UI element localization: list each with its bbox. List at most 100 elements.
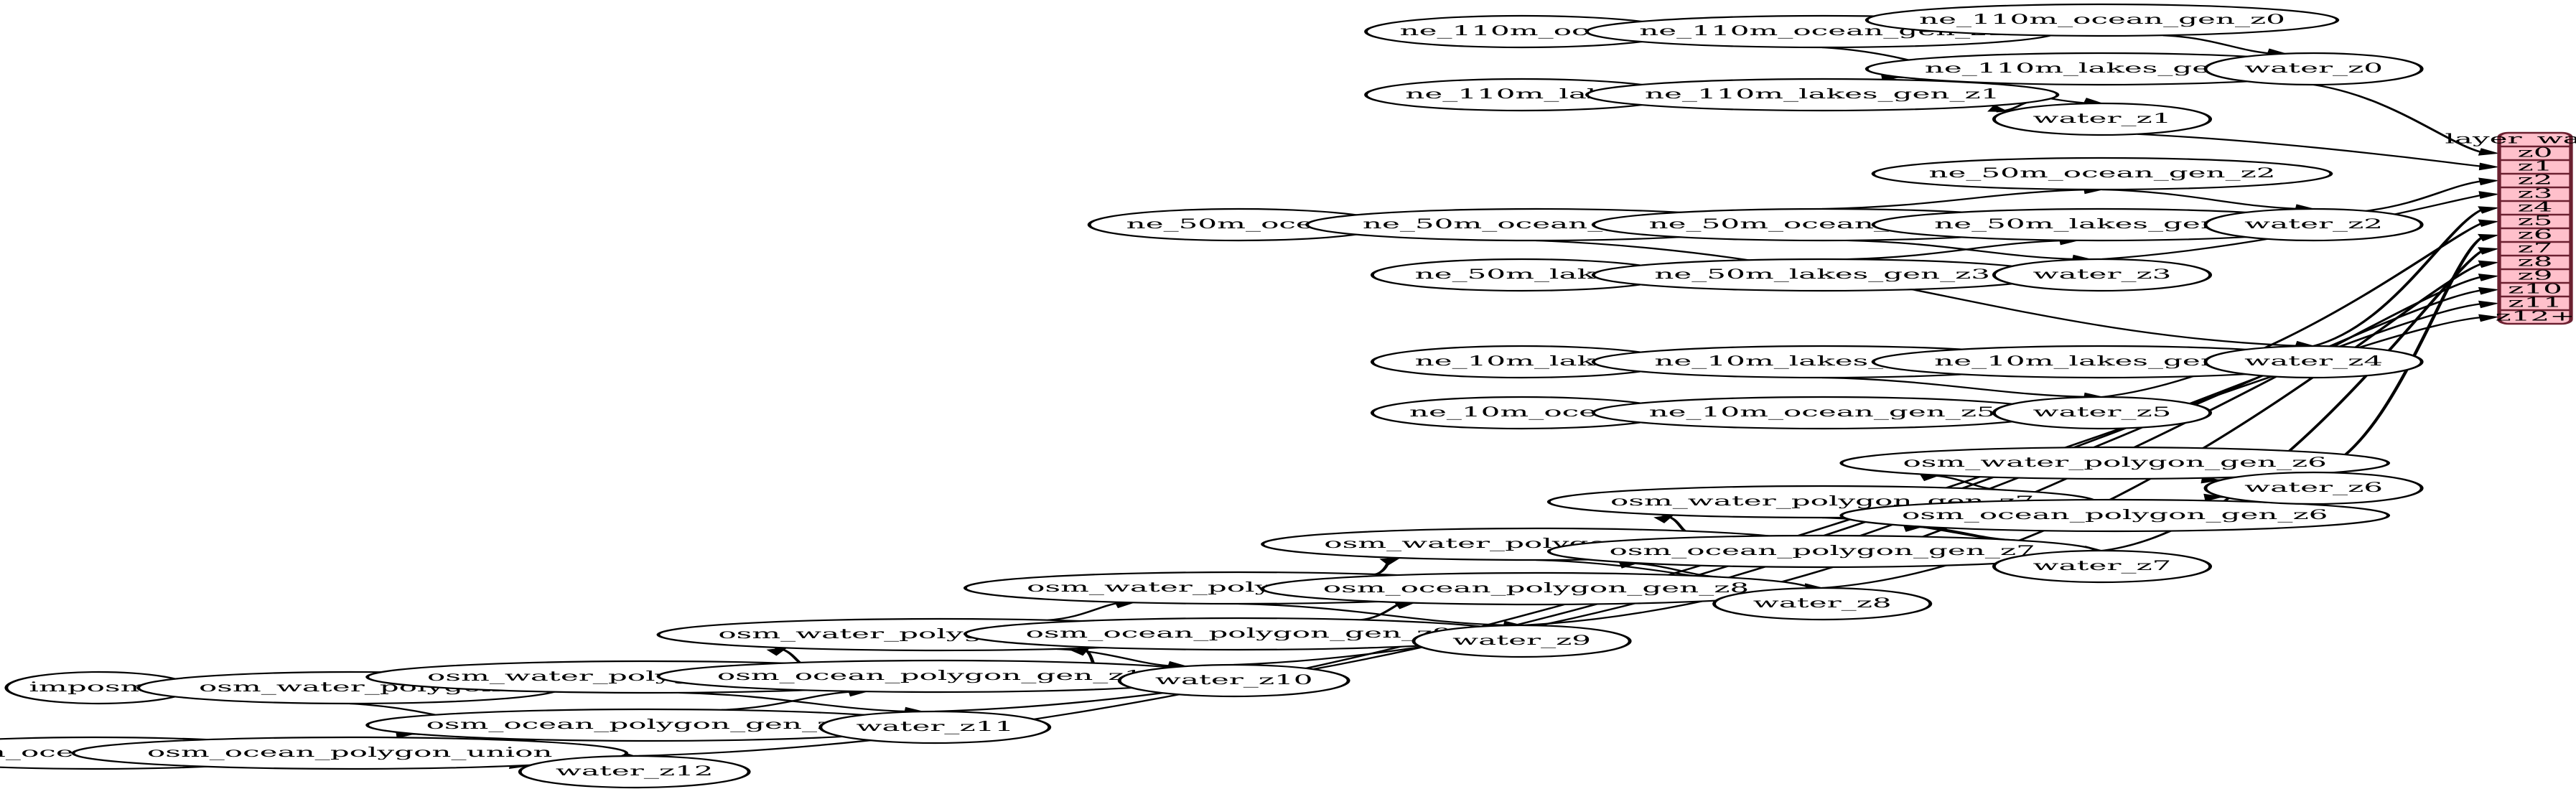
node-label: water_z2 (2244, 216, 2383, 233)
node-label: osm_water_polygon_gen_z6 (1903, 454, 2327, 471)
node-osm_ocean_polygon_union[interactable]: osm_ocean_polygon_union (71, 736, 629, 770)
node-water_z8[interactable]: water_z8 (1712, 587, 1933, 621)
node-water_z7[interactable]: water_z7 (1992, 549, 2213, 584)
node-label: imposm3 (29, 679, 168, 695)
node-shape (518, 755, 751, 789)
node-ne_10m_ocean[interactable]: ne_10m_ocean (1370, 396, 1674, 430)
node-label: ne_50m_lakes_gen_z2 (1934, 216, 2270, 233)
node-water_z11[interactable]: water_z11 (818, 710, 1052, 744)
edge-arrowhead (2203, 493, 2225, 502)
node-ne_10m_ocean_gen_z5[interactable]: ne_10m_ocean_gen_z5 (1591, 396, 2053, 430)
node-shape (2203, 207, 2424, 242)
node-label: ne_50m_lakes (1415, 266, 1629, 283)
node-label: ne_110m_lakes_gen_z0 (1925, 60, 2279, 77)
node-shape (1871, 157, 2333, 191)
node-shape (1117, 663, 1350, 698)
node-shape (2203, 471, 2424, 505)
record-field-z5: z5 (2518, 213, 2553, 228)
node-ne_10m_lakes[interactable]: ne_10m_lakes (1370, 345, 1674, 379)
node-water_z10[interactable]: water_z10 (1117, 663, 1350, 698)
record-field-z0: z0 (2518, 144, 2553, 160)
node-ne_50m_lakes[interactable]: ne_50m_lakes (1370, 258, 1674, 292)
node-water_z3[interactable]: water_z3 (1992, 258, 2213, 292)
node-osm_ocean_polygon_gen_z9[interactable]: osm_ocean_polygon_gen_z9 (963, 617, 1514, 651)
node-label: ne_50m_lakes_gen_z3 (1654, 266, 1990, 283)
edge-water_z1-to-record-z1 (2137, 133, 2487, 168)
edge-arrowhead (2478, 162, 2500, 171)
node-shape (1839, 498, 2391, 533)
edge-arrowhead (766, 647, 788, 656)
node-label: osm_ocean_polygon_gen_z9 (1026, 625, 1452, 642)
edge-arrowhead (1653, 514, 1675, 523)
node-ne_50m_ocean_gen_z2[interactable]: ne_50m_ocean_gen_z2 (1871, 157, 2333, 191)
node-imposm3[interactable]: imposm3 (4, 671, 193, 705)
node-label: water_z6 (2244, 480, 2383, 496)
node-water_z5[interactable]: water_z5 (1992, 396, 2213, 430)
node-water_z4[interactable]: water_z4 (2203, 345, 2424, 379)
node-shape (2203, 345, 2424, 379)
node-ne_110m_lakes[interactable]: ne_110m_lakes (1364, 78, 1680, 112)
edge-arrowhead (2478, 314, 2500, 322)
node-osm_ocean_polygon_gen_z11[interactable]: osm_ocean_polygon_gen_z11 (365, 708, 933, 742)
record-node-layer: layer_waterz0z1z2z3z4z5z6z7z8z9z10z11z12… (2445, 131, 2576, 325)
node-ne_110m_lakes_gen_z1[interactable]: ne_110m_lakes_gen_z1 (1585, 78, 2060, 112)
node-ne_110m_ocean[interactable]: ne_110m_ocean (1364, 14, 1680, 49)
node-shape (1865, 3, 2340, 37)
node-shape (818, 710, 1052, 744)
node-label: water_z10 (1155, 672, 1313, 688)
node-label: osm_ocean_polygon_gen_z7 (1610, 543, 2035, 559)
node-osm_water_polygon_gen_z6[interactable]: osm_water_polygon_gen_z6 (1839, 446, 2391, 480)
node-label: ne_10m_lakes_gen_z4 (1934, 353, 2270, 370)
node-label: ne_50m_ocean (1126, 216, 1351, 233)
node-label: water_z5 (2033, 404, 2172, 421)
edge-water_z6-to-record-z6 (2313, 234, 2488, 473)
node-water_z2[interactable]: water_z2 (2203, 207, 2424, 242)
node-label: osm_ocean_polygon_union (147, 744, 553, 761)
node-label: water_z9 (1452, 632, 1591, 649)
node-osm_ocean_polygon_gen_z7[interactable]: osm_ocean_polygon_gen_z7 (1546, 534, 2098, 569)
record-field-z4: z4 (2518, 199, 2553, 215)
node-label: ne_110m_lakes (1405, 86, 1638, 103)
node-ne_50m_lakes_gen_z3[interactable]: ne_50m_lakes_gen_z3 (1591, 258, 2053, 292)
node-osm_ocean_polygon_gen_z6[interactable]: osm_ocean_polygon_gen_z6 (1839, 498, 2391, 533)
node-ne_110m_ocean_gen_z0[interactable]: ne_110m_ocean_gen_z0 (1865, 3, 2340, 37)
record-field-z11: z11 (2508, 294, 2562, 310)
node-label: ne_110m_ocean (1400, 23, 1644, 39)
edge-ne_50m_ocean_gen_z3-to-ne_50m_ocean_gen_z2 (1822, 188, 2091, 210)
node-water_z1[interactable]: water_z1 (1992, 102, 2213, 136)
node-water_z9[interactable]: water_z9 (1411, 624, 1632, 658)
edge-arrowhead (1987, 104, 2010, 112)
node-osm_ocean_polygon_gen_z8[interactable]: osm_ocean_polygon_gen_z8 (1261, 571, 1811, 606)
node-water_z12[interactable]: water_z12 (518, 755, 751, 789)
node-shape (1992, 549, 2213, 584)
node-shape (1992, 258, 2213, 292)
node-shape (1839, 446, 2391, 480)
node-label: ne_110m_lakes_gen_z1 (1645, 86, 1999, 103)
edge-ne_50m_lakes_gen_z3-to-ne_50m_lakes_gen_z2 (1847, 239, 2067, 261)
edge-ne_10m_lakes_gen_z5-to-water_z5 (1822, 376, 2091, 398)
node-water_z6[interactable]: water_z6 (2203, 471, 2424, 505)
record-field-z1: z1 (2518, 158, 2553, 174)
node-label: water_z7 (2033, 558, 2172, 574)
node-label: water_z4 (2244, 353, 2383, 370)
record-field-z10: z10 (2508, 281, 2562, 297)
edge-water_z4-to-record-z4 (2313, 207, 2488, 347)
edge-osm_ocean_polygon_gen_z11-to-osm_ocean_polygon_gen_z10 (721, 691, 857, 711)
node-label: water_z12 (556, 763, 714, 780)
node-ne_50m_ocean[interactable]: ne_50m_ocean (1087, 207, 1390, 242)
node-label: osm_ocean_polygon_gen_z11 (426, 716, 872, 733)
node-label: water_z1 (2033, 111, 2172, 127)
edge-ne_50m_ocean_gen_z3-to-water_z3 (1847, 239, 2080, 261)
record-header-label: layer_water (2445, 131, 2576, 147)
node-label: water_z0 (2244, 60, 2383, 77)
record-field-z8: z8 (2518, 253, 2553, 269)
node-label: ne_110m_ocean_gen_z0 (1919, 11, 2285, 28)
node-label: water_z8 (1753, 595, 1892, 612)
node-shape (1411, 624, 1632, 658)
edge-water_z5-to-record-z5 (2101, 220, 2488, 398)
edge-water_z2-to-record-z2 (2366, 179, 2487, 212)
record-field-z6: z6 (2518, 226, 2553, 242)
node-water_z0[interactable]: water_z0 (2203, 52, 2424, 86)
node-shape (1992, 396, 2213, 430)
